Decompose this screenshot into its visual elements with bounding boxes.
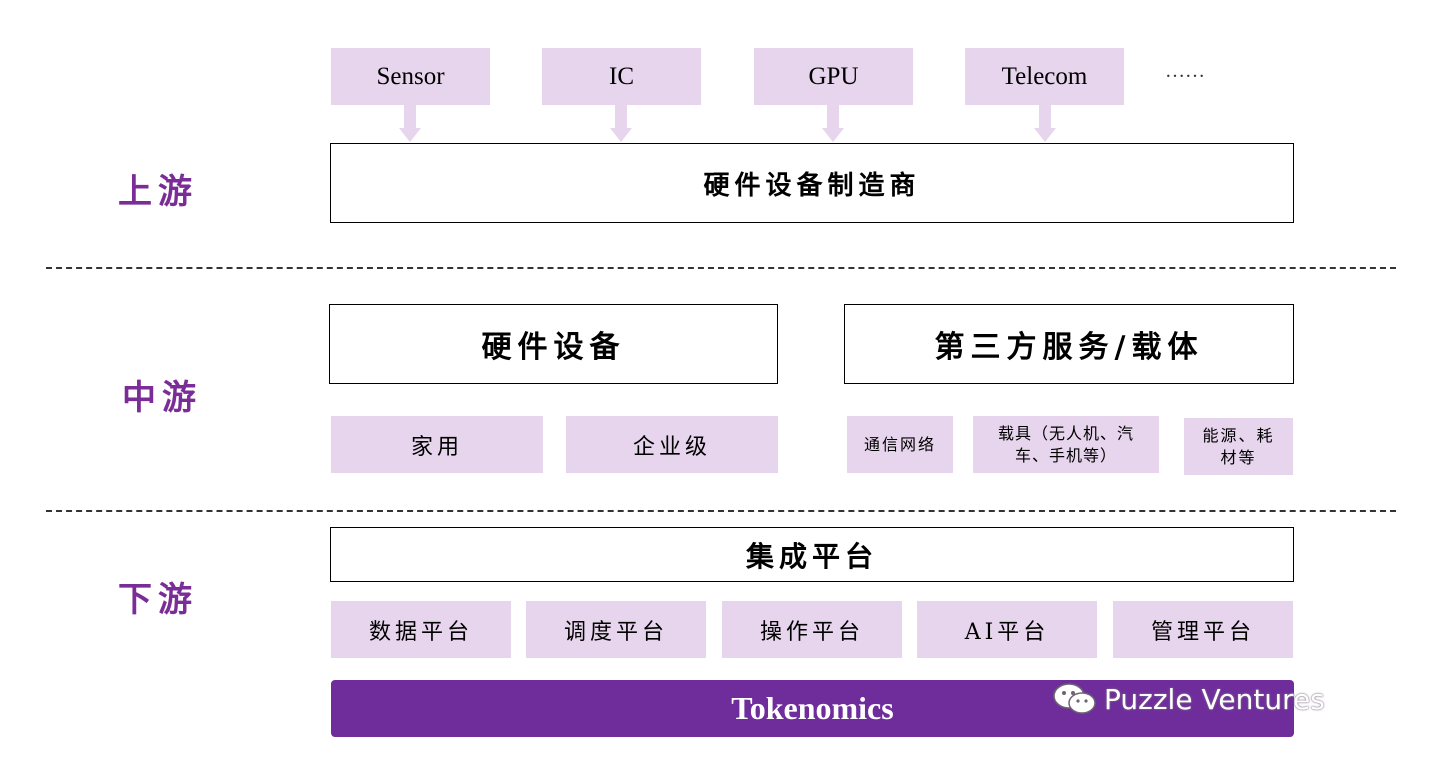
platform-operation: 操作平台 — [722, 601, 902, 658]
supplier-telecom: Telecom — [965, 48, 1124, 105]
hardware-item-enterprise: 企业级 — [566, 416, 778, 473]
tier-label-midstream: 中游 — [122, 378, 202, 418]
supplier-sensor: Sensor — [331, 48, 490, 105]
watermark: Puzzle Ventures — [1052, 679, 1325, 719]
supplier-ellipsis: …… — [1165, 60, 1205, 82]
tier-label-upstream: 上游 — [118, 172, 198, 212]
divider-lower — [46, 510, 1396, 512]
platform-management: 管理平台 — [1113, 601, 1293, 658]
supplier-gpu: GPU — [754, 48, 913, 105]
third-party-box: 第三方服务/载体 — [844, 304, 1294, 384]
integration-platform-box: 集成平台 — [330, 527, 1294, 582]
platform-ai: AI平台 — [917, 601, 1097, 658]
wechat-icon — [1053, 683, 1096, 714]
hardware-item-home: 家用 — [331, 416, 543, 473]
platform-data: 数据平台 — [331, 601, 511, 658]
down-arrow-icon — [399, 104, 421, 142]
tier-label-downstream: 下游 — [118, 580, 198, 620]
manufacturer-box: 硬件设备制造商 — [330, 143, 1294, 223]
third-party-item-carrier: 载具（无人机、汽车、手机等） — [973, 416, 1159, 473]
tokenomics-bar: Tokenomics — [331, 680, 1294, 737]
third-party-item-network: 通信网络 — [847, 416, 953, 473]
platform-scheduling: 调度平台 — [526, 601, 706, 658]
watermark-text: Puzzle Ventures — [1104, 682, 1325, 716]
down-arrow-icon — [1034, 104, 1056, 142]
third-party-item-energy: 能源、耗材等 — [1184, 418, 1293, 475]
divider-upper — [46, 267, 1396, 269]
hardware-box: 硬件设备 — [329, 304, 778, 384]
down-arrow-icon — [610, 104, 632, 142]
supplier-ic: IC — [542, 48, 701, 105]
down-arrow-icon — [822, 104, 844, 142]
